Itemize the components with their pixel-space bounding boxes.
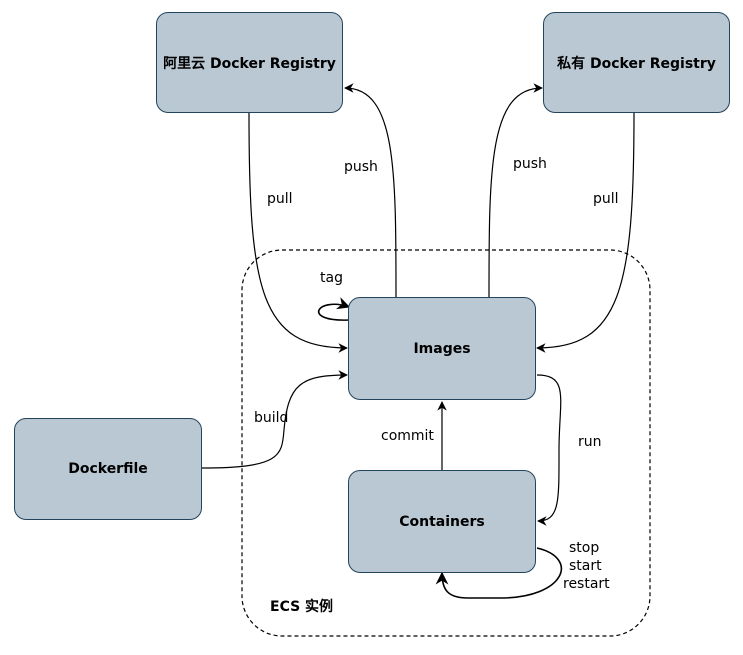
edge-lifecycle [435, 547, 563, 599]
dockerfile-node[interactable]: Dockerfile [14, 418, 202, 520]
aliyun-registry-label: 阿里云 Docker Registry [163, 55, 336, 72]
edge-pull-private [536, 112, 635, 353]
images-node[interactable]: Images [348, 297, 536, 400]
containers-label: Containers [399, 513, 485, 530]
aliyun-registry-node[interactable]: 阿里云 Docker Registry [156, 12, 343, 113]
edge-build [201, 370, 348, 469]
images-label: Images [413, 340, 471, 357]
edge-pull-aliyun [248, 112, 348, 353]
label-pull-aliyun: pull [267, 191, 293, 207]
edge-push-aliyun [344, 83, 397, 298]
private-registry-label: 私有 Docker Registry [557, 55, 716, 72]
label-build: build [254, 410, 289, 426]
label-start: start [569, 558, 602, 574]
label-run: run [578, 434, 602, 450]
dockerfile-label: Dockerfile [68, 461, 148, 477]
label-restart: restart [563, 576, 610, 592]
label-push-aliyun: push [344, 159, 378, 175]
containers-node[interactable]: Containers [348, 470, 536, 573]
label-tag: tag [320, 270, 343, 286]
edge-push-private [488, 83, 543, 298]
private-registry-node[interactable]: 私有 Docker Registry [543, 12, 730, 113]
label-push-private: push [513, 156, 547, 172]
label-stop: stop [569, 540, 600, 556]
label-pull-private: pull [593, 191, 619, 207]
edge-tag [317, 297, 351, 321]
label-commit: commit [381, 428, 434, 444]
edge-run [536, 374, 562, 526]
ecs-instance-group [241, 249, 651, 637]
ecs-group-label: ECS 实例 [270, 599, 334, 615]
